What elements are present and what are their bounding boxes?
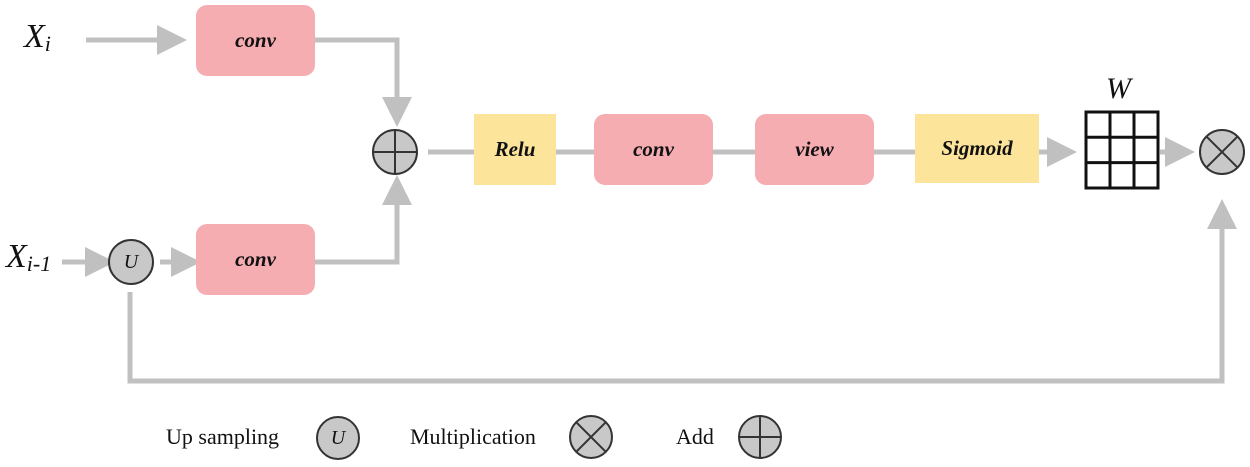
weight-grid-icon xyxy=(1084,110,1160,190)
input-xi1-base: X xyxy=(6,238,27,275)
conv-block-top: conv xyxy=(196,5,315,76)
legend-upsampling-label: Up sampling xyxy=(166,424,280,449)
sigmoid-block: Sigmoid xyxy=(915,114,1039,183)
input-xi-sub: i xyxy=(44,31,51,56)
arrow-skip-to-multiply xyxy=(127,199,1237,384)
arrow-conv-top-to-add xyxy=(315,37,412,127)
input-xi-base: X xyxy=(24,18,45,55)
weight-label: W xyxy=(1106,72,1131,105)
conv-block-bottom: conv xyxy=(196,224,315,295)
conv-block-middle: conv xyxy=(594,114,713,185)
upsample-node: U xyxy=(108,239,154,285)
legend-multiply-icon xyxy=(569,415,613,459)
input-xi1-label: Xi-1 xyxy=(6,238,52,276)
legend-multiplication-label: Multiplication xyxy=(410,424,536,449)
input-xi-label: Xi xyxy=(24,18,51,56)
arrow-conv-bottom-to-add xyxy=(315,175,412,265)
relu-block: Relu xyxy=(474,114,556,185)
input-xi1-sub: i-1 xyxy=(26,251,52,276)
legend-add-label: Add xyxy=(676,424,714,449)
view-block: view xyxy=(755,114,874,185)
multiply-node xyxy=(1199,129,1245,175)
add-node xyxy=(372,129,418,175)
legend-add-icon xyxy=(738,415,782,459)
legend-upsampling-icon: U xyxy=(316,416,360,460)
